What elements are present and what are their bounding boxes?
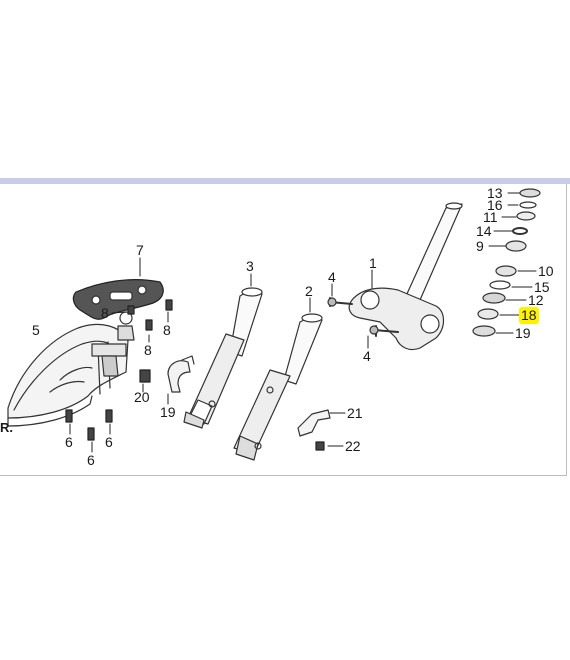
callout-18: 18 — [521, 307, 537, 323]
leader-lines — [69, 192, 537, 453]
callout-8-left: 8 — [101, 305, 109, 321]
highlight-marker — [519, 307, 539, 324]
callout-8-middle: 8 — [144, 342, 152, 358]
callout-4-top: 4 — [328, 269, 336, 285]
fork-leg-left — [233, 313, 323, 461]
callout-19-left: 19 — [160, 404, 176, 420]
callout-labels: 1 2 3 4 4 5 6 6 6 7 8 8 8 9 10 11 12 13 … — [0, 185, 554, 468]
callout-12: 12 — [528, 292, 544, 308]
edge-text: R. — [0, 420, 13, 435]
callout-14: 14 — [476, 223, 492, 239]
callout-19-right: 19 — [515, 325, 531, 341]
steering-stem — [327, 202, 463, 351]
callout-6-right: 6 — [105, 434, 113, 450]
callout-16: 16 — [487, 197, 503, 213]
bolts — [65, 299, 325, 451]
callout-6-middle: 6 — [87, 452, 95, 468]
callout-9: 9 — [476, 238, 484, 254]
callout-7: 7 — [136, 242, 144, 258]
callout-4-bottom: 4 — [363, 348, 371, 364]
callout-6-left: 6 — [65, 434, 73, 450]
callout-8-right: 8 — [163, 322, 171, 338]
header-band — [0, 178, 570, 184]
callout-3: 3 — [246, 258, 254, 274]
hose-clamp — [167, 355, 195, 393]
callout-20: 20 — [134, 389, 150, 405]
callout-21: 21 — [347, 405, 363, 421]
callout-15: 15 — [534, 279, 550, 295]
bracket — [297, 409, 331, 437]
callout-22: 22 — [345, 438, 361, 454]
callout-13: 13 — [487, 185, 503, 201]
callout-11: 11 — [483, 209, 498, 225]
bearing-stack — [472, 188, 541, 337]
callout-10: 10 — [538, 263, 554, 279]
diagram-frame — [0, 184, 567, 476]
fender-brace — [72, 279, 164, 320]
front-fender — [7, 311, 135, 427]
fork-leg-right — [183, 287, 263, 429]
callout-5: 5 — [32, 322, 40, 338]
callout-1: 1 — [369, 255, 377, 271]
callout-2: 2 — [305, 283, 313, 299]
